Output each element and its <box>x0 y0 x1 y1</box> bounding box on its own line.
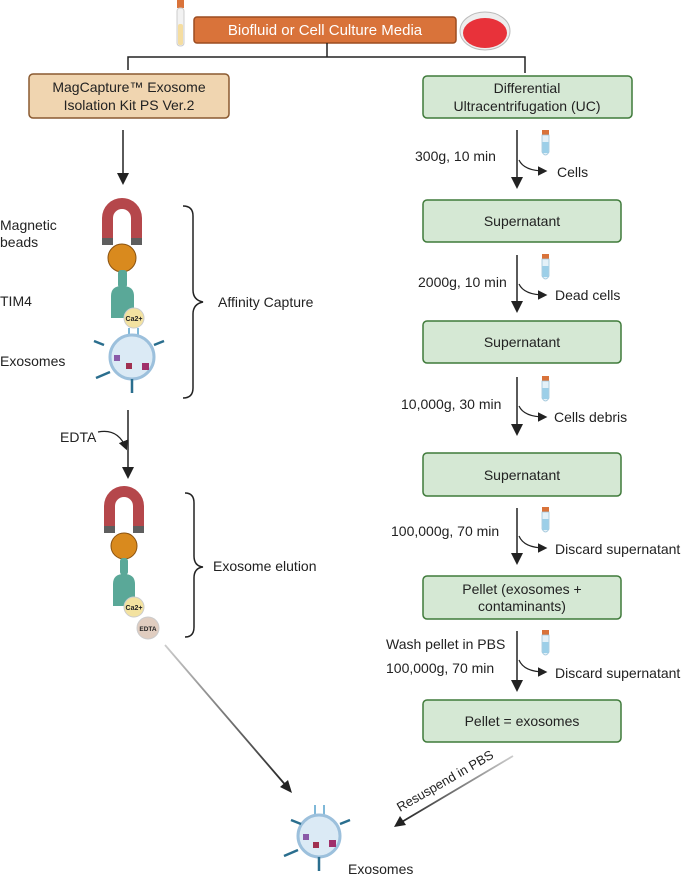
resuspend-label: Resuspend in PBS <box>394 747 496 815</box>
label-exosomes: Exosomes <box>0 353 65 369</box>
uc-line2: Ultracentrifugation (UC) <box>453 98 600 114</box>
label-tim4: TIM4 <box>0 293 32 309</box>
split-connector <box>127 43 526 73</box>
exosome-icon <box>283 805 351 871</box>
svg-text:Ca2+: Ca2+ <box>126 316 143 323</box>
svg-text:Ca2+: Ca2+ <box>126 605 143 612</box>
condition: 2000g, 10 min <box>418 274 507 290</box>
magnetic-bead-icon <box>110 532 138 560</box>
tube-icon <box>541 129 550 156</box>
condition-line1: Wash pellet in PBS <box>386 636 505 652</box>
tube-icon <box>541 253 550 280</box>
edta-label: EDTA <box>60 429 97 445</box>
magcapture-line1: MagCapture™ Exosome <box>52 79 206 95</box>
uc-box: Differential Ultracentrifugation (UC) <box>422 75 633 119</box>
brace-elution <box>184 492 204 638</box>
edta-bubble-icon: EDTA <box>136 616 160 640</box>
result-box: Supernatant <box>484 467 560 483</box>
arrow-to-exosomes <box>164 644 289 789</box>
magnet-icon <box>102 198 142 245</box>
step-4: 100,000g, 70 min Discard supernatant Pel… <box>391 506 680 620</box>
affinity-capture-label: Affinity Capture <box>218 294 314 310</box>
final-exosomes-label: Exosomes <box>348 861 413 877</box>
label-beads: beads <box>0 234 38 250</box>
removed: Discard supernatant <box>555 541 680 557</box>
result-box: Pellet = exosomes <box>465 713 580 729</box>
petri-dish-icon <box>459 11 511 51</box>
result-box: Supernatant <box>484 213 560 229</box>
condition: 100,000g, 70 min <box>386 660 494 676</box>
condition: 100,000g, 70 min <box>391 523 499 539</box>
tube-icon <box>541 506 550 533</box>
step-3: 10,000g, 30 min Cells debris Supernatant <box>401 375 627 497</box>
top-box-label: Biofluid or Cell Culture Media <box>228 22 423 39</box>
blood-tube-icon <box>176 0 185 47</box>
uc-line1: Differential <box>494 80 561 96</box>
exosome-icon <box>93 328 165 393</box>
result-box: Supernatant <box>484 334 560 350</box>
step-2: 2000g, 10 min Dead cells Supernatant <box>418 253 622 364</box>
magnet-icon <box>104 486 144 533</box>
removed: Dead cells <box>555 287 620 303</box>
top-box: Biofluid or Cell Culture Media <box>193 16 457 44</box>
magnetic-bead-icon <box>107 243 137 273</box>
magcapture-box: MagCapture™ Exosome Isolation Kit PS Ver… <box>28 73 230 119</box>
ca2-ion-icon: Ca2+ <box>123 307 145 329</box>
removed: Cells <box>557 164 588 180</box>
result-box-line1: Pellet (exosomes + <box>462 581 581 597</box>
removed: Cells debris <box>554 409 627 425</box>
step-1: 300g, 10 min Cells Supernatant <box>415 129 622 243</box>
magcapture-line2: Isolation Kit PS Ver.2 <box>64 97 195 113</box>
resuspend-arrow <box>399 755 514 824</box>
label-magnetic: Magnetic <box>0 217 57 233</box>
svg-text:EDTA: EDTA <box>139 626 157 633</box>
removed: Discard supernatant <box>555 665 680 681</box>
condition: 300g, 10 min <box>415 148 496 164</box>
condition: 10,000g, 30 min <box>401 396 501 412</box>
result-box-line2: contaminants) <box>478 598 566 614</box>
brace-affinity <box>182 205 204 399</box>
tube-icon <box>541 629 550 656</box>
edta-curved-arrow <box>97 430 128 451</box>
exosome-elution-label: Exosome elution <box>213 558 317 574</box>
ca2-ion-icon: Ca2+ <box>123 596 145 618</box>
step-5: Wash pellet in PBS 100,000g, 70 min Disc… <box>386 629 680 743</box>
tube-icon <box>541 375 550 402</box>
